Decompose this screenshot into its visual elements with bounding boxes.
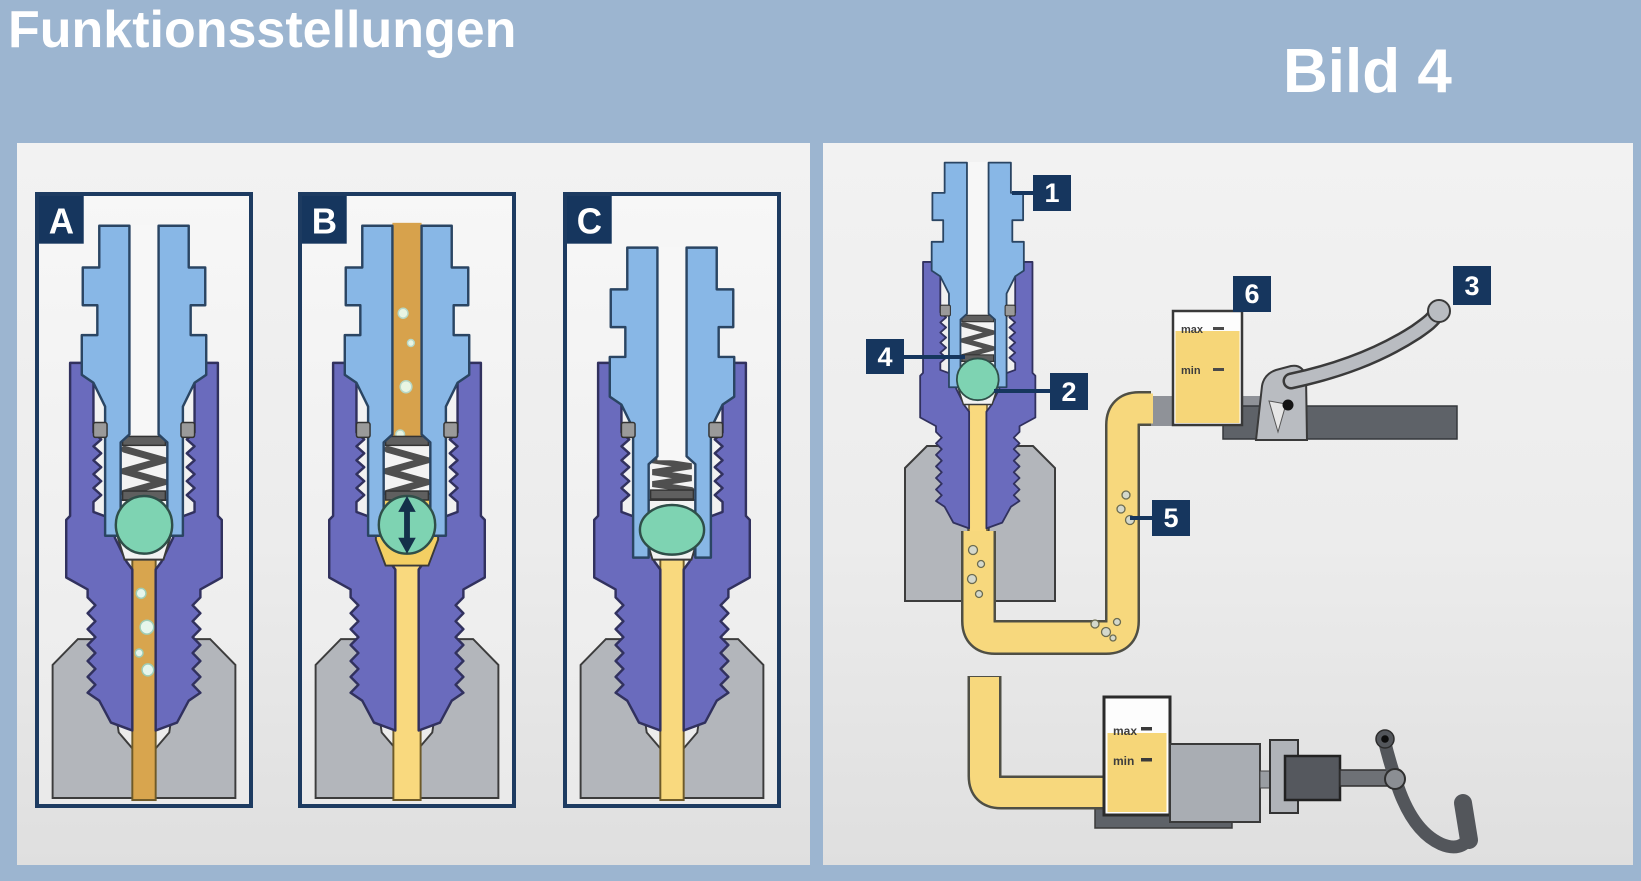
valve-diagram-b: B: [302, 196, 500, 802]
piston-block: [1283, 754, 1342, 802]
seal-left: [92, 421, 108, 439]
lever-tip-ball: [1427, 299, 1451, 323]
pedal-pad: [1454, 794, 1478, 849]
foot-pedal: [1375, 729, 1478, 854]
valve-body-right: [157, 224, 208, 538]
check-ball: [955, 357, 1000, 402]
pedal-joint: [1384, 768, 1406, 790]
max-mark: [1213, 327, 1224, 330]
position-box-a: A: [35, 192, 253, 808]
callout-5-number: 5: [1163, 503, 1178, 533]
valve-bore-fluid: [392, 222, 422, 441]
callout-2: 2: [1050, 373, 1088, 410]
pedal-arm: [1377, 732, 1475, 854]
position-label-a: A: [49, 202, 74, 241]
seal-right: [443, 421, 459, 439]
seal-right: [180, 421, 196, 439]
callout-6-number: 6: [1244, 279, 1259, 309]
bleed-channel: [659, 554, 685, 802]
check-ball-pressed: [638, 503, 706, 556]
valve-body-right: [987, 161, 1025, 389]
master-cylinder: [1169, 739, 1388, 823]
valve-body-right: [420, 224, 471, 538]
box-label-square: [302, 196, 347, 244]
valve-diagram-a: A: [39, 196, 237, 802]
bleeder-valve: [919, 161, 1037, 530]
valve-diagram-c: C: [567, 196, 765, 802]
valve-bore: [129, 224, 159, 441]
valve-body-left: [930, 161, 968, 389]
valve-body-left: [80, 224, 131, 538]
bleed-channel: [968, 395, 988, 539]
min-mark: [1213, 368, 1224, 371]
check-ball: [114, 494, 174, 555]
seal-right: [1004, 304, 1016, 317]
valve-bore: [966, 161, 989, 319]
reservoir-fluid: [1107, 733, 1167, 812]
callout-lines: [904, 191, 1154, 520]
pedal-head-dot: [1381, 735, 1389, 743]
callout-4: 4: [866, 339, 904, 374]
min-mark: [1141, 758, 1152, 762]
lever-pivot: [1282, 399, 1294, 411]
seal-left: [620, 421, 636, 439]
callout-4-number: 4: [877, 342, 892, 372]
callout-2-number: 2: [1061, 377, 1076, 407]
positions-panel: A: [17, 143, 810, 865]
seal-right: [708, 421, 724, 439]
system-panel: max min max min: [823, 143, 1633, 865]
cylinder-coupler: [1259, 770, 1271, 789]
figure-label: Bild 4: [1283, 37, 1452, 106]
valve-bore: [657, 246, 687, 461]
union-nut-right: [154, 361, 223, 732]
position-label-b: B: [312, 202, 337, 241]
brake-lever: [1254, 299, 1451, 441]
callout-3-number: 3: [1464, 271, 1479, 301]
foot-brake-line-tube: [967, 676, 1109, 810]
position-box-c: C: [563, 192, 781, 808]
union-nut-left: [65, 361, 134, 732]
system-diagram: max min max min: [866, 161, 1491, 854]
reservoir-bottom: max min: [1102, 695, 1172, 817]
union-nut-left: [919, 261, 971, 530]
valve-body-right: [685, 246, 736, 559]
callout-1-number: 1: [1044, 178, 1059, 208]
union-nut-left: [328, 361, 397, 732]
box-label-square: [39, 196, 84, 244]
reservoir-fluid: [1175, 331, 1240, 423]
min-label: min: [1181, 365, 1201, 377]
air-bubbles: [134, 587, 155, 677]
position-label-c: C: [577, 202, 602, 241]
union-nut-left: [593, 361, 662, 732]
callout-1: 1: [1033, 175, 1071, 211]
callout-5: 5: [1152, 500, 1190, 536]
flow-arrow: [398, 496, 416, 554]
box-label-square: [567, 196, 612, 244]
lever-bracket-slot: [1268, 400, 1287, 434]
push-rod: [1339, 769, 1388, 787]
max-mark: [1141, 727, 1152, 731]
union-nut-right: [985, 261, 1037, 530]
reservoir-top: max min: [1171, 309, 1244, 427]
callout-3: 3: [1453, 266, 1491, 305]
valve-body-left: [343, 224, 394, 538]
union-nut-right: [417, 361, 486, 732]
page-title: Funktionsstellungen: [8, 1, 517, 59]
max-label: max: [1181, 324, 1204, 336]
lever-blade: [1285, 308, 1442, 387]
min-label: min: [1113, 754, 1134, 768]
cylinder-body: [1169, 743, 1261, 823]
valve-body-left: [608, 246, 659, 559]
brake-line-tube: [961, 391, 1153, 655]
max-label: max: [1113, 724, 1137, 738]
position-box-b: B: [298, 192, 516, 808]
seal-left: [939, 304, 951, 317]
seal-left: [355, 421, 371, 439]
callout-6: 6: [1233, 276, 1271, 312]
valve-body-pressed-down: [608, 246, 736, 559]
union-nut-right: [682, 361, 751, 732]
